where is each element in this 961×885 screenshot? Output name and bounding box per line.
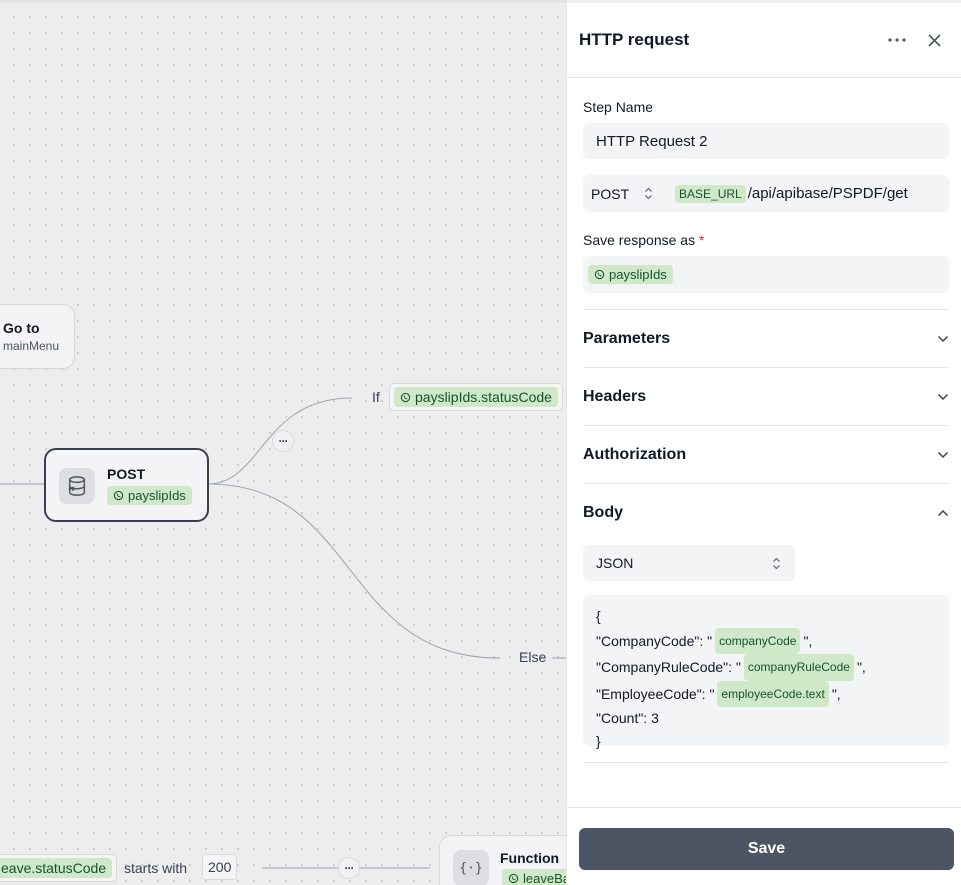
chevron-up-down-icon xyxy=(772,557,781,570)
post-node-title: POST xyxy=(107,466,146,482)
goto-node[interactable]: Go to mainMenu xyxy=(0,304,75,369)
bottom-condition-variable: eave.statusCode xyxy=(0,858,113,878)
bottom-edge-more-button[interactable]: ··· xyxy=(338,857,360,879)
step-name-value: HTTP Request 2 xyxy=(596,132,708,150)
panel-body: Step Name HTTP Request 2 POST BASE_URL /… xyxy=(567,99,961,763)
chevron-up-down-icon xyxy=(644,187,653,200)
json-line: } xyxy=(596,730,936,753)
required-marker: * xyxy=(698,232,705,248)
json-line: "Count": 3 xyxy=(596,707,936,730)
bottom-condition-variable-box[interactable]: eave.statusCode xyxy=(0,854,118,882)
bottom-condition-operator: starts with xyxy=(124,860,188,876)
step-name-input[interactable]: HTTP Request 2 xyxy=(583,123,949,159)
json-line: "EmployeeCode": " employeeCode.text ", xyxy=(596,680,936,708)
whatsapp-icon xyxy=(113,490,124,501)
if-condition-variable: payslipIds.statusCode xyxy=(394,387,558,407)
section-body[interactable]: Body xyxy=(583,483,949,541)
section-authorization[interactable]: Authorization xyxy=(583,425,949,483)
json-var-company-rule-code: companyRuleCode xyxy=(743,654,854,681)
save-response-input[interactable]: payslipIds xyxy=(583,256,949,293)
panel-header: HTTP request xyxy=(567,0,961,78)
url-input[interactable]: BASE_URL /api/apibase/PSPDF/get xyxy=(675,184,908,203)
json-line: { xyxy=(596,605,936,628)
function-node-variable-label: leaveBa xyxy=(523,871,566,885)
section-authorization-label: Authorization xyxy=(583,445,687,463)
section-parameters-label: Parameters xyxy=(583,329,671,347)
section-parameters[interactable]: Parameters xyxy=(583,309,949,367)
json-end: ", xyxy=(831,685,841,702)
json-key-company-code: "CompanyCode": " xyxy=(596,632,713,649)
goto-node-title: Go to xyxy=(3,320,40,336)
method-value: POST xyxy=(591,185,630,202)
panel-title: HTTP request xyxy=(579,30,690,49)
json-var-company-code: companyCode xyxy=(715,627,801,655)
chevron-down-icon xyxy=(937,451,949,459)
chevron-up-icon xyxy=(937,509,949,517)
if-label: If xyxy=(372,389,380,405)
post-node[interactable]: POST payslipIds xyxy=(44,448,209,522)
json-var-employee-code: employeeCode.text xyxy=(717,680,829,708)
section-headers[interactable]: Headers xyxy=(583,367,949,425)
http-request-panel: HTTP request Step Name HTTP Request 2 PO… xyxy=(566,0,961,885)
if-condition[interactable]: payslipIds.statusCode xyxy=(389,383,563,411)
edge-if xyxy=(207,397,353,485)
edge-else xyxy=(207,483,501,659)
step-name-label: Step Name xyxy=(583,99,654,115)
json-open-brace: { xyxy=(596,608,601,624)
body-type-value: JSON xyxy=(596,555,634,571)
goto-node-subtitle: mainMenu xyxy=(3,339,60,353)
divider xyxy=(583,762,949,763)
json-line: "CompanyRuleCode": " companyRuleCode ", xyxy=(596,654,936,681)
json-line: "CompanyCode": " companyCode ", xyxy=(596,627,936,655)
save-response-variable: payslipIds xyxy=(588,265,673,284)
json-count: "Count": 3 xyxy=(596,710,659,727)
bottom-condition-value[interactable]: 200 xyxy=(202,854,238,880)
database-icon xyxy=(59,468,95,504)
if-condition-label: payslipIds.statusCode xyxy=(415,389,552,405)
close-icon xyxy=(927,33,941,47)
save-response-label: Save response as * xyxy=(583,232,949,248)
json-key-employee-code: "EmployeeCode": " xyxy=(596,685,715,702)
url-base-variable: BASE_URL xyxy=(675,184,746,203)
whatsapp-icon xyxy=(508,873,519,884)
function-node-variable: leaveBa xyxy=(502,869,566,885)
url-path: /api/apibase/PSPDF/get xyxy=(747,185,908,202)
method-select[interactable]: POST xyxy=(583,186,667,202)
function-node-title: Function xyxy=(500,850,560,866)
flow-canvas[interactable]: Go to mainMenu POST payslipIds ··· If xyxy=(0,0,566,885)
braces-icon: {·} xyxy=(453,850,489,885)
section-body-label: Body xyxy=(583,503,623,521)
json-body-editor[interactable]: { "CompanyCode": " companyCode ", "Compa… xyxy=(583,595,949,749)
close-button[interactable] xyxy=(919,25,949,55)
chevron-down-icon xyxy=(937,335,949,343)
save-response-variable-label: payslipIds xyxy=(609,267,667,282)
function-node[interactable]: {·} Function leaveBa xyxy=(439,835,566,885)
else-label: Else xyxy=(519,649,547,665)
post-node-variable: payslipIds xyxy=(107,486,192,505)
json-key-company-rule-code: "CompanyRuleCode": " xyxy=(596,659,741,676)
panel-footer: Save xyxy=(567,807,961,885)
save-response-label-text: Save response as xyxy=(583,232,696,248)
more-options-button[interactable] xyxy=(882,25,912,55)
section-headers-label: Headers xyxy=(583,387,647,405)
bottom-condition-value-text: 200 xyxy=(208,859,232,875)
request-url-row: POST BASE_URL /api/apibase/PSPDF/get xyxy=(583,175,949,212)
post-node-variable-label: payslipIds xyxy=(128,488,186,503)
json-end: ", xyxy=(856,659,866,676)
chevron-down-icon xyxy=(937,393,949,401)
edge-more-button[interactable]: ··· xyxy=(272,430,294,452)
more-horizontal-icon xyxy=(888,38,906,42)
whatsapp-icon xyxy=(594,269,605,280)
whatsapp-icon xyxy=(400,392,411,403)
json-end: ", xyxy=(803,632,813,649)
json-close-brace: } xyxy=(596,732,601,749)
body-type-select[interactable]: JSON xyxy=(583,545,795,581)
save-button[interactable]: Save xyxy=(579,828,954,870)
